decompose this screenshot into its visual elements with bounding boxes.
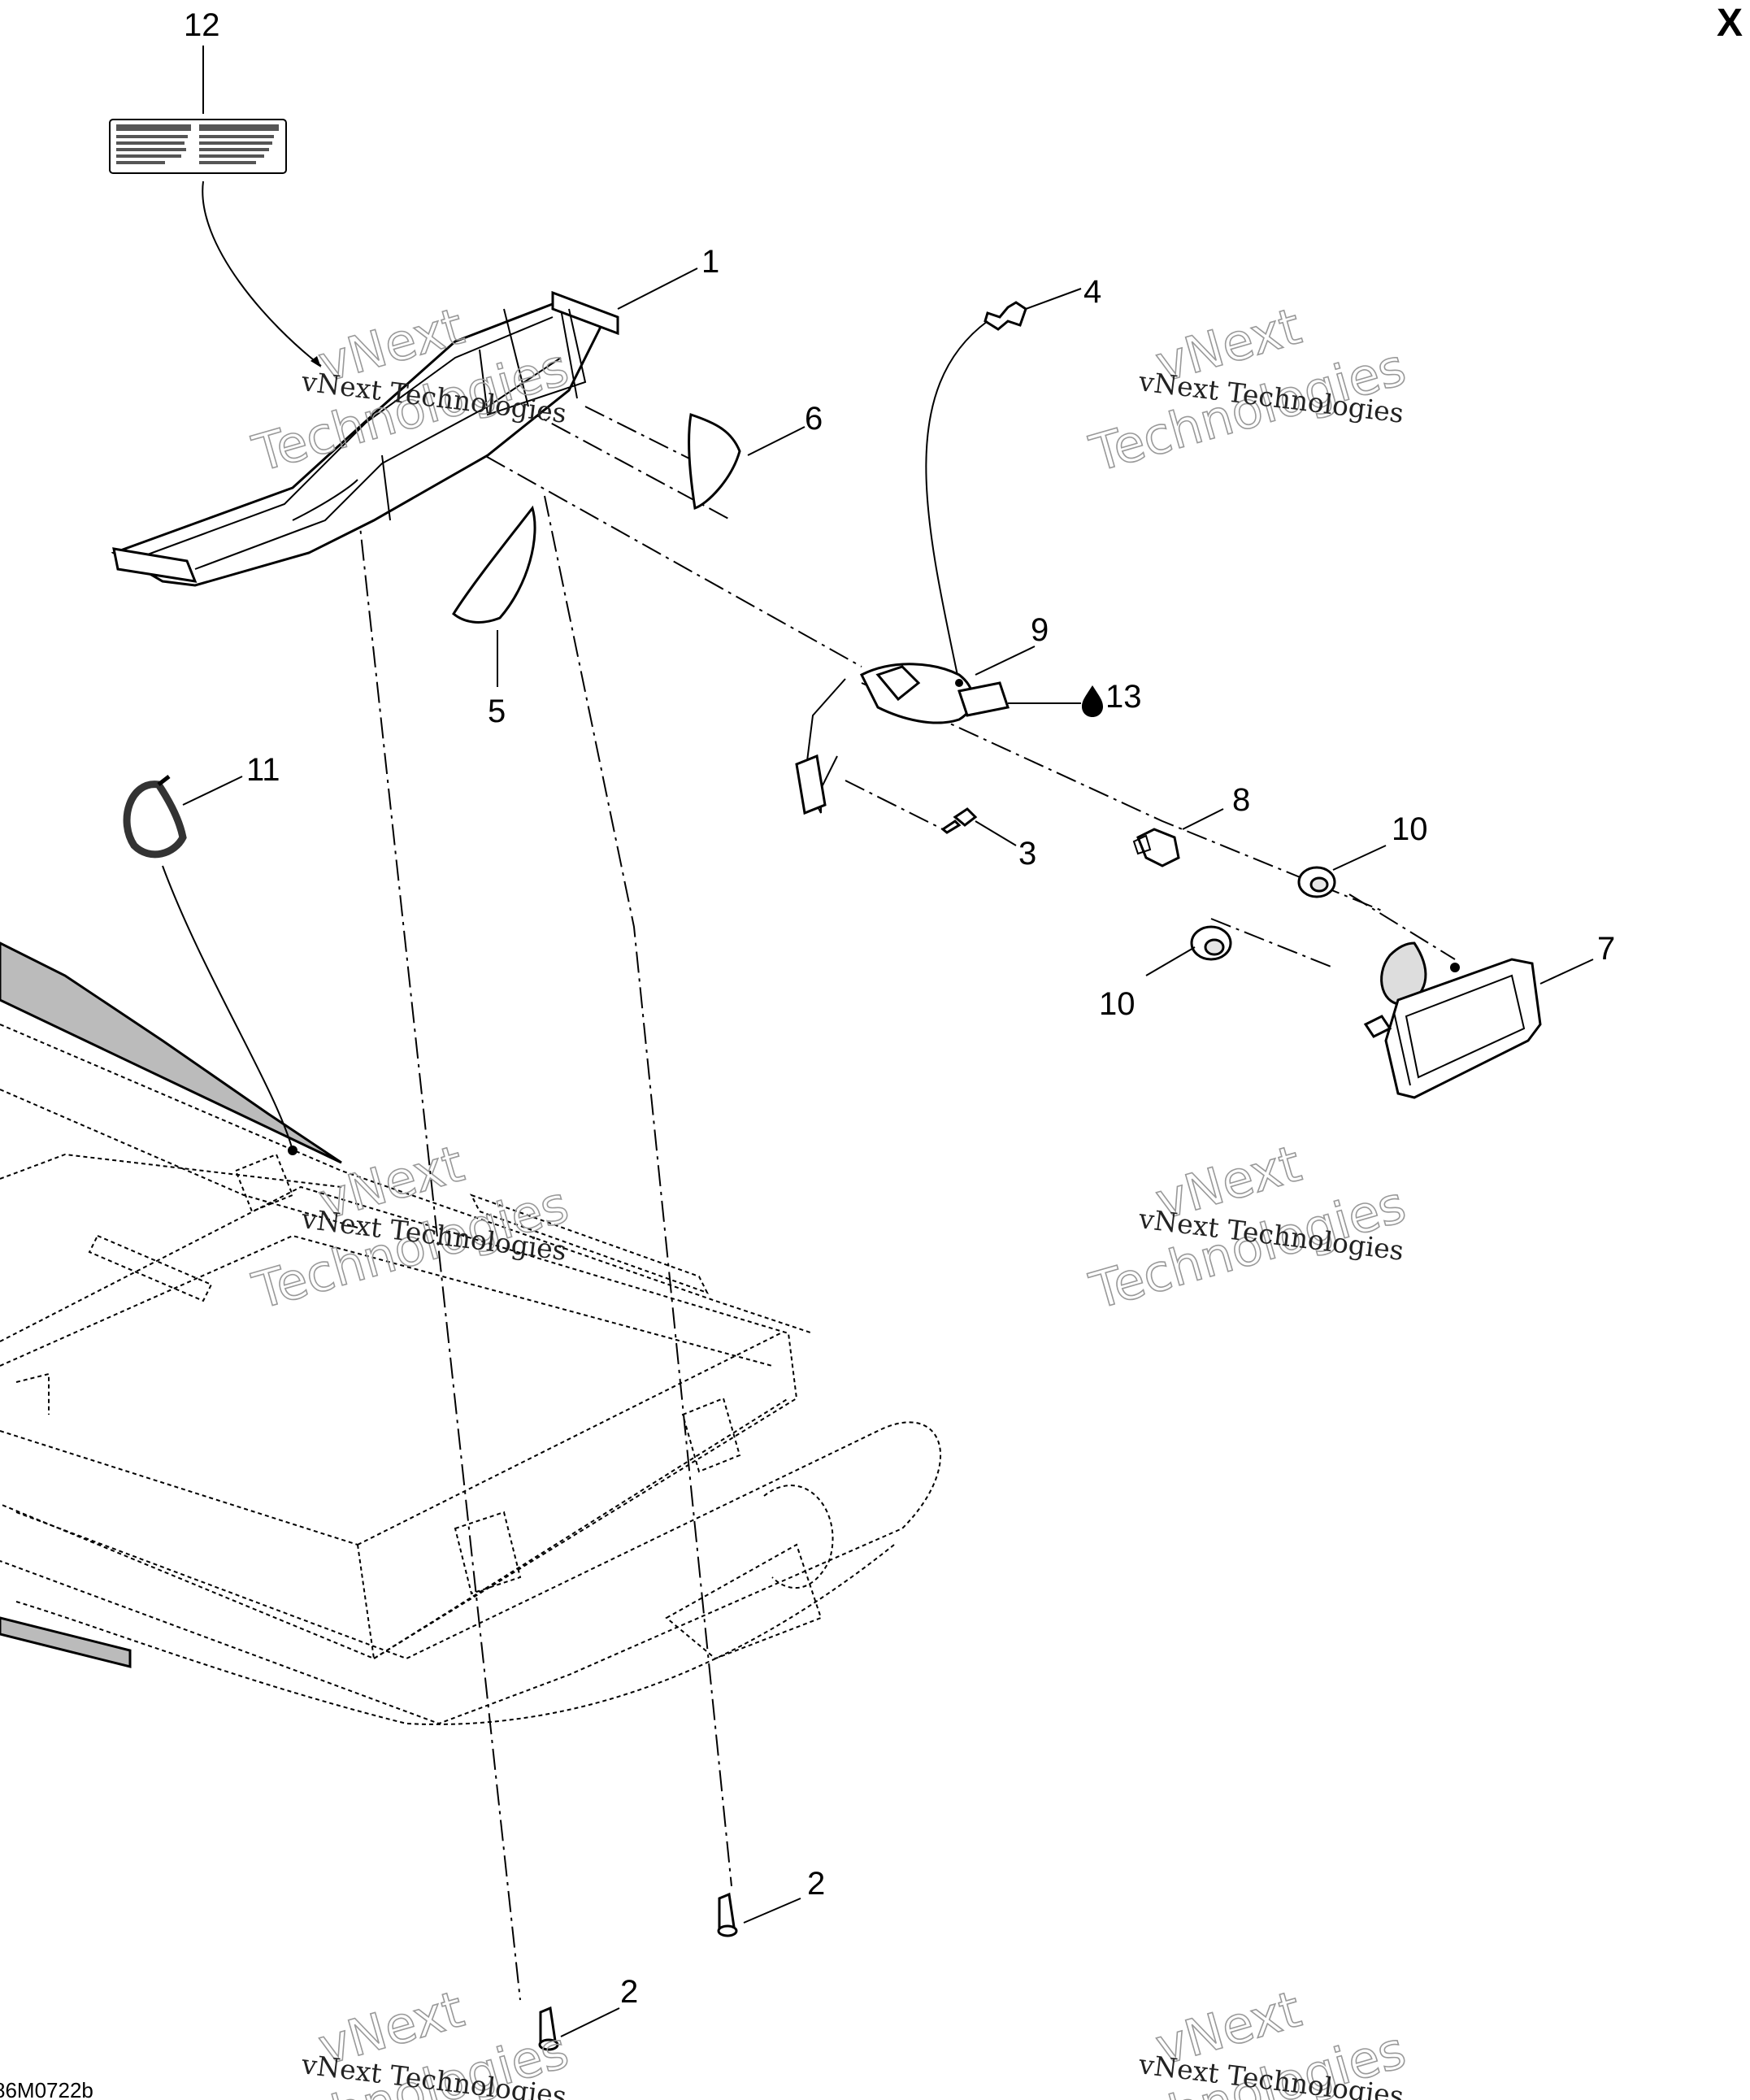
watermark-bottom-left: vNext Technologies vNext Technologies [245, 1979, 575, 2100]
callout-2-upper: 2 [807, 1866, 825, 1902]
close-button[interactable]: X [1717, 2, 1743, 45]
cable-tie-part-11 [123, 775, 297, 1155]
rear-rack-part-1 [111, 267, 698, 587]
bolt-part-2-upper [717, 1892, 801, 1937]
wiring-harness-part-9 [795, 646, 1081, 815]
callout-1: 1 [701, 244, 719, 280]
callout-5: 5 [488, 693, 506, 729]
callout-13: 13 [1105, 679, 1142, 715]
callout-10-lower: 10 [1099, 986, 1136, 1022]
callout-10-upper: 10 [1392, 811, 1428, 847]
callout-6: 6 [805, 401, 823, 437]
callout-12: 12 [184, 7, 220, 43]
callout-3: 3 [1018, 836, 1036, 872]
watermark-middle-left: vNext Technologies vNext Technologies [245, 1133, 575, 1322]
callout-9: 9 [1031, 612, 1049, 648]
watermark-bottom-right: vNext Technologies vNext Technologies [1083, 1979, 1413, 2100]
chassis-frame [0, 941, 942, 1725]
callout-labels: 12 1 4 6 5 9 13 11 8 3 10 7 10 2 2 [184, 7, 1615, 2010]
grommet-part-10-upper [1297, 845, 1387, 898]
screw-part-3 [940, 807, 1017, 846]
document-id: 86M0722b [0, 2078, 93, 2100]
taillight-part-7 [1363, 941, 1594, 1099]
callout-8: 8 [1232, 782, 1250, 818]
callout-7: 7 [1597, 931, 1615, 967]
drop-icon [1082, 685, 1103, 717]
connector-part-4 [925, 288, 1082, 684]
reflector-part-6 [688, 413, 806, 510]
reflector-part-5 [452, 505, 536, 687]
callout-2-lower: 2 [620, 1974, 638, 2010]
callout-4: 4 [1083, 274, 1101, 310]
grommet-part-10-lower [1145, 925, 1232, 976]
warning-label-part-12 [109, 119, 322, 367]
watermark-top-right: vNext Technologies vNext Technologies [1083, 296, 1413, 485]
bulb-part-8 [1132, 808, 1224, 867]
watermark-middle-right: vNext Technologies vNext Technologies [1083, 1133, 1413, 1322]
assembly-lines [357, 406, 1456, 2001]
bolt-part-2-lower [538, 2006, 620, 2051]
callout-11: 11 [246, 752, 280, 788]
